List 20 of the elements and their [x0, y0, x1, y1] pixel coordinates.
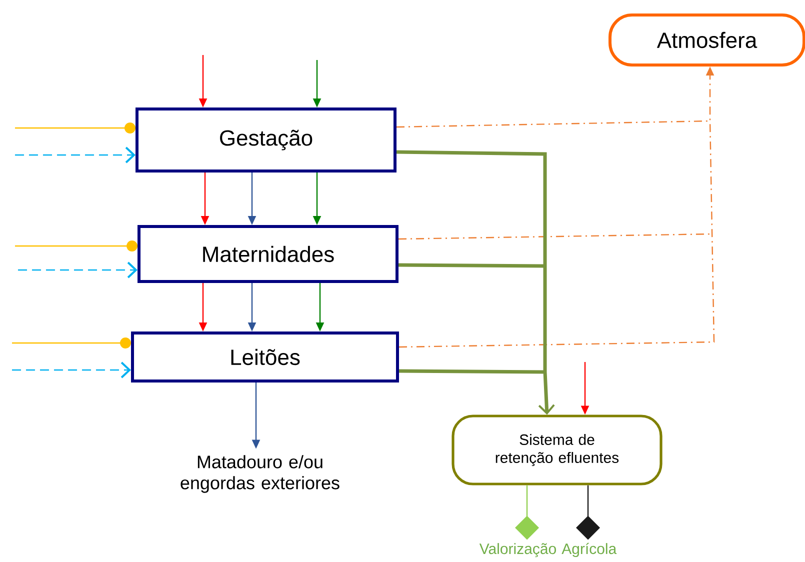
process-box: Gestação [136, 108, 396, 172]
connector [396, 150, 547, 266]
arrow [18, 262, 138, 278]
connector [576, 485, 600, 540]
storage-box: Sistema de retenção efluentes [452, 414, 662, 486]
destination-label: Valorização Agrícola [479, 542, 617, 558]
connector [12, 338, 131, 348]
process-box: Leitões [131, 332, 399, 382]
process-box: Maternidades [138, 225, 398, 283]
arrow [397, 264, 555, 415]
connector [398, 263, 546, 268]
destination-text: Matadouro e/ou engordas exteriores [180, 455, 340, 493]
connector [515, 485, 539, 540]
connector [398, 233, 712, 240]
connector [15, 240, 138, 252]
connector [15, 122, 136, 134]
arrow [15, 146, 136, 164]
atmosphere-box: Atmosfera [608, 14, 805, 66]
connector [396, 120, 710, 128]
arrow [12, 362, 131, 378]
